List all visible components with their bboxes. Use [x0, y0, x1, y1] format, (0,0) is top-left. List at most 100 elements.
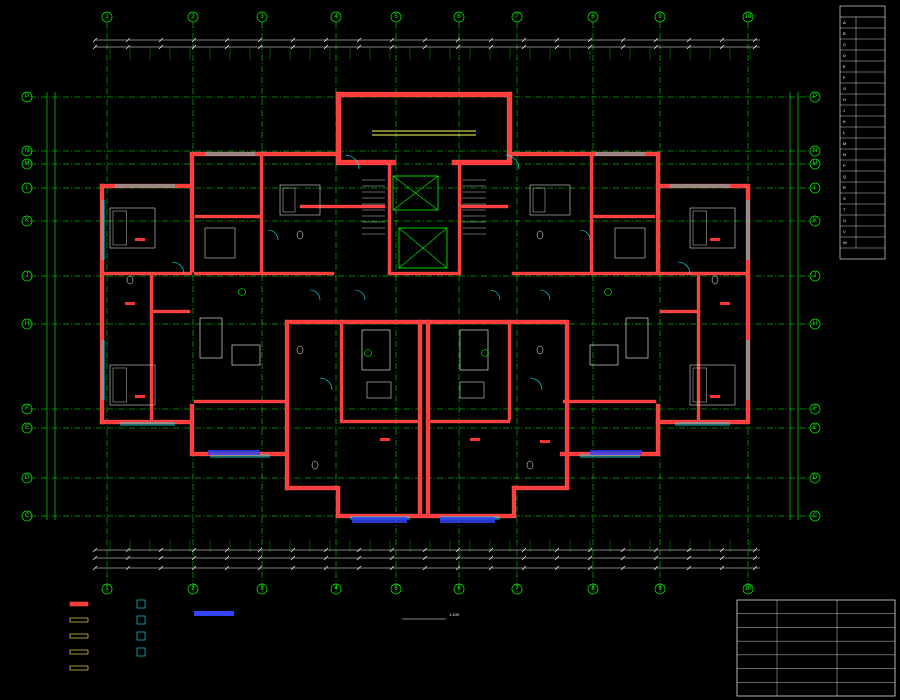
wall-segment — [429, 419, 511, 424]
dimension-tick — [290, 547, 296, 553]
door-arc — [309, 289, 321, 301]
elevator-shaft — [392, 175, 439, 211]
dimension-tick — [191, 44, 197, 50]
dimension-tick — [653, 37, 659, 43]
wall-segment — [194, 214, 261, 219]
legend-symbol — [136, 647, 146, 657]
grid-bubble-top — [330, 11, 342, 23]
sofa — [199, 317, 223, 359]
toilet — [126, 275, 134, 285]
grid-bubble-bottom — [330, 583, 342, 595]
grid-bubble-label: J — [814, 273, 817, 279]
wall-segment — [425, 319, 431, 516]
balcony-hatch — [208, 450, 260, 455]
grid-bubble-right — [809, 182, 821, 194]
dimension-tick — [92, 44, 98, 50]
dimension-tick — [686, 44, 692, 50]
dimension-tick — [257, 37, 263, 43]
dimension-tick — [389, 547, 395, 553]
grid-bubble-label: F — [813, 406, 817, 412]
wall-segment — [335, 91, 342, 163]
sofa — [625, 317, 649, 359]
grid-bubble-label: 5 — [394, 586, 398, 592]
grid-bubble-label: 2 — [191, 14, 195, 20]
grid-bubble-label: P — [25, 94, 29, 100]
dimension-tick — [521, 547, 527, 553]
grid-bubble-right — [809, 318, 821, 330]
dimension-tick — [323, 547, 329, 553]
dimension-tick — [686, 547, 692, 553]
wall-segment — [511, 485, 568, 491]
dimension-tick — [554, 547, 560, 553]
dimension-tick — [389, 44, 395, 50]
grid-bubble-top — [453, 11, 465, 23]
legend-row-code: P — [843, 163, 846, 168]
symbol-legend — [69, 599, 234, 671]
legend-symbol — [69, 617, 89, 623]
wall-segment — [99, 271, 193, 276]
legend-row-code: Q — [843, 174, 846, 179]
bed — [279, 184, 321, 216]
legend-row-code: U — [843, 218, 846, 223]
legend-row-code: G — [843, 86, 846, 91]
dimension-tick — [620, 44, 626, 50]
legend-symbol — [69, 601, 89, 607]
grid-bubble-left — [21, 215, 33, 227]
dimension-tick — [653, 555, 659, 561]
grid-bubble-label: M — [813, 161, 818, 167]
grid-bubble-label: F — [25, 406, 29, 412]
dimension-tick — [422, 555, 428, 561]
room-area-tag — [135, 395, 145, 398]
grid-bubble-bottom — [101, 583, 113, 595]
grid-bubble-label: P — [813, 94, 817, 100]
dining-table — [204, 227, 236, 259]
grid-bubble-right — [809, 270, 821, 282]
dimension-tick — [224, 555, 230, 561]
dimension-tick — [455, 37, 461, 43]
grid-bubble-label: L — [25, 185, 29, 191]
toilet — [296, 230, 304, 240]
grid-bubble-label: N — [813, 148, 817, 154]
wall-segment — [659, 309, 701, 314]
door-arc — [579, 229, 591, 241]
room-area-tag — [710, 395, 720, 398]
door-arc — [677, 261, 691, 275]
room-area-tag — [470, 438, 480, 441]
dimension-tick — [158, 44, 164, 50]
legend-symbol — [136, 631, 146, 641]
building-walls — [99, 91, 751, 520]
dimension-tick — [455, 547, 461, 553]
grid-bubble-left — [21, 91, 33, 103]
door-arc — [539, 289, 551, 301]
grid-bubble-left — [21, 270, 33, 282]
legend-symbol — [69, 665, 89, 671]
section-mark — [481, 349, 489, 357]
wall-segment — [335, 91, 513, 98]
dimension-tick — [686, 555, 692, 561]
bed — [689, 364, 736, 406]
grid-bubble-label: 4 — [334, 586, 338, 592]
grid-bubble-left — [21, 158, 33, 170]
grid-bubble-left — [21, 318, 33, 330]
bed — [689, 207, 736, 249]
grid-bubble-label: 7 — [515, 586, 519, 592]
dimension-tick — [158, 555, 164, 561]
dimension-tick — [389, 37, 395, 43]
dining-table — [459, 381, 485, 399]
dimension-tick — [323, 37, 329, 43]
grid-bubble-bottom — [187, 583, 199, 595]
wall-segment — [339, 319, 344, 421]
toilet — [711, 275, 719, 285]
bed-pillow — [282, 187, 296, 213]
dimension-tick — [92, 565, 98, 571]
wall-segment — [655, 151, 661, 273]
wall-segment — [335, 485, 341, 517]
toilet — [296, 345, 304, 355]
grid-bubble-right — [809, 472, 821, 484]
elevator-shaft — [398, 227, 448, 269]
elevator-cross — [392, 175, 439, 211]
wall-segment — [511, 485, 517, 517]
sofa — [231, 344, 261, 366]
dimension-tick — [224, 44, 230, 50]
